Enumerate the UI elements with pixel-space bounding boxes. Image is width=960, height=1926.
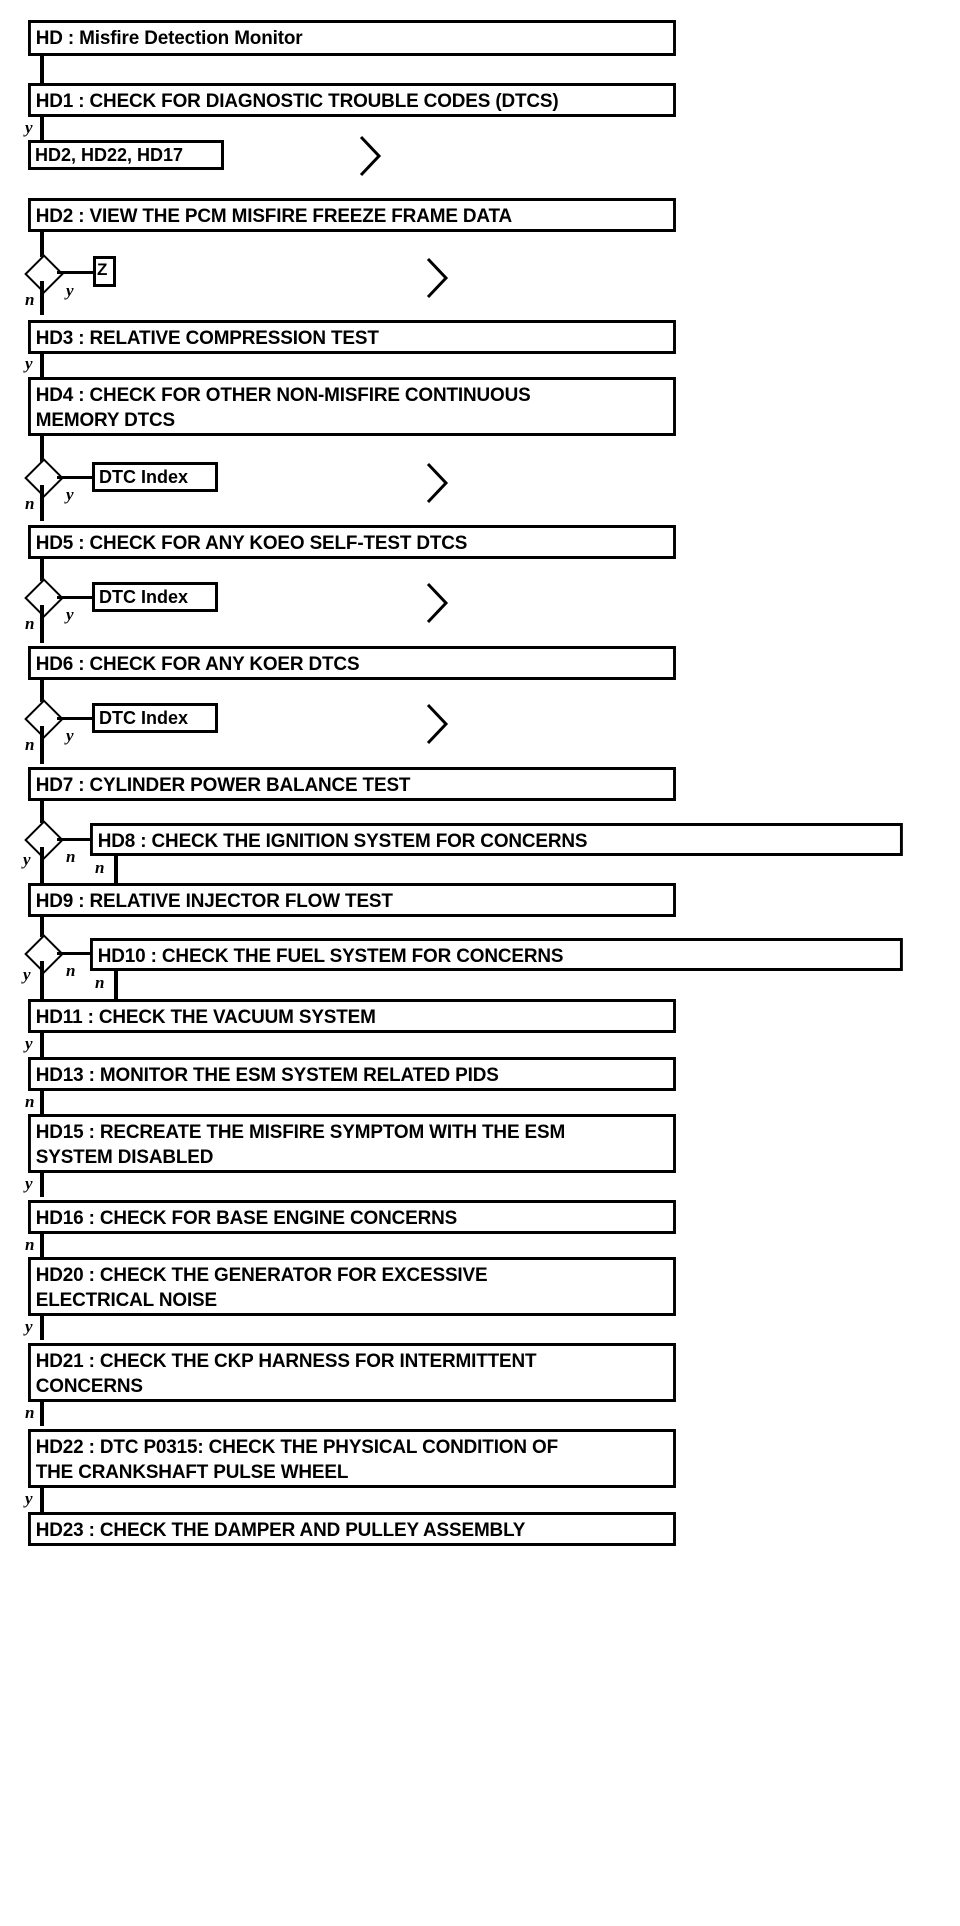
connector-hd10-n-down — [114, 971, 118, 1001]
chevron-icon-hd4 — [424, 460, 450, 506]
branch-label-hd10-n: n — [95, 973, 105, 992]
chevron-icon-hd2 — [424, 255, 450, 301]
branch-label-hd6-n: n — [25, 735, 35, 754]
branch-label-hd8-n: n — [95, 858, 105, 877]
branch-label-hd1-y: y — [25, 118, 33, 137]
branch-label-hd16-n: n — [25, 1235, 35, 1254]
refbox-hd1-targets[interactable]: HD2, HD22, HD17 — [28, 140, 224, 170]
branch-label-hd4-n: n — [25, 494, 35, 513]
connector-hd6-n-down — [40, 726, 44, 764]
node-HD2[interactable]: HD2 : VIEW THE PCM MISFIRE FREEZE FRAME … — [28, 198, 676, 232]
connector-HD4-to-decision — [40, 436, 44, 462]
refbox-hd2-z[interactable]: Z — [93, 256, 116, 287]
connector-hd9-y-down — [40, 961, 44, 1001]
connector-hd7-y-down — [40, 847, 44, 886]
connector-hd2-n-down — [40, 281, 44, 315]
branch-label-hd11-y: y — [25, 1034, 33, 1053]
chevron-icon-hd5 — [424, 580, 450, 626]
refbox-hd6-dtc-index[interactable]: DTC Index — [92, 703, 218, 733]
branch-label-hd13-n: n — [25, 1092, 35, 1111]
chevron-icon-hd1 — [357, 133, 383, 179]
connector-hd4-n-down — [40, 485, 44, 521]
node-HD9[interactable]: HD9 : RELATIVE INJECTOR FLOW TEST — [28, 883, 676, 917]
node-HD11[interactable]: HD11 : CHECK THE VACUUM SYSTEM — [28, 999, 676, 1033]
branch-label-hd7-y: y — [23, 850, 31, 869]
connector-HD20-down — [40, 1316, 44, 1340]
node-HD[interactable]: HD : Misfire Detection Monitor — [28, 20, 676, 56]
node-HD7[interactable]: HD7 : CYLINDER POWER BALANCE TEST — [28, 767, 676, 801]
node-HD6[interactable]: HD6 : CHECK FOR ANY KOER DTCS — [28, 646, 676, 680]
branch-label-hd5-n: n — [25, 614, 35, 633]
node-HD23[interactable]: HD23 : CHECK THE DAMPER AND PULLEY ASSEM… — [28, 1512, 676, 1546]
node-HD8[interactable]: HD8 : CHECK THE IGNITION SYSTEM FOR CONC… — [90, 823, 903, 856]
connector-HD21-down — [40, 1402, 44, 1426]
connector-HD1-down — [40, 117, 44, 143]
node-HD15[interactable]: HD15 : RECREATE THE MISFIRE SYMPTOM WITH… — [28, 1114, 676, 1173]
connector-HD3-down — [40, 354, 44, 378]
connector-HD15-down — [40, 1173, 44, 1197]
connector-hd7-n-branch — [57, 838, 93, 841]
chevron-icon-hd6 — [424, 701, 450, 747]
node-HD1[interactable]: HD1 : CHECK FOR DIAGNOSTIC TROUBLE CODES… — [28, 83, 676, 117]
connector-hd8-n-down — [114, 856, 118, 886]
connector-HD5-to-decision — [40, 559, 44, 581]
node-HD5[interactable]: HD5 : CHECK FOR ANY KOEO SELF-TEST DTCS — [28, 525, 676, 559]
branch-label-hd4-y: y — [66, 485, 74, 504]
connector-hd2-y-branch — [57, 271, 95, 274]
connector-HD11-down — [40, 1033, 44, 1057]
branch-label-hd22-y: y — [25, 1489, 33, 1508]
node-HD3[interactable]: HD3 : RELATIVE COMPRESSION TEST — [28, 320, 676, 354]
branch-label-hd5-y: y — [66, 605, 74, 624]
node-HD16[interactable]: HD16 : CHECK FOR BASE ENGINE CONCERNS — [28, 1200, 676, 1234]
node-HD4[interactable]: HD4 : CHECK FOR OTHER NON-MISFIRE CONTIN… — [28, 377, 676, 436]
node-HD13[interactable]: HD13 : MONITOR THE ESM SYSTEM RELATED PI… — [28, 1057, 676, 1091]
node-HD20[interactable]: HD20 : CHECK THE GENERATOR FOR EXCESSIVE… — [28, 1257, 676, 1316]
branch-label-hd9-n: n — [66, 961, 76, 980]
connector-HD13-down — [40, 1091, 44, 1115]
node-HD22[interactable]: HD22 : DTC P0315: CHECK THE PHYSICAL CON… — [28, 1429, 676, 1488]
connector-HD6-to-decision — [40, 680, 44, 702]
connector-HD9-to-decision — [40, 917, 44, 937]
branch-label-hd2-n: n — [25, 290, 35, 309]
connector-hd4-y-branch — [57, 476, 94, 479]
branch-label-hd7-n: n — [66, 847, 76, 866]
connector-hd9-n-branch — [57, 952, 93, 955]
branch-label-hd21-n: n — [25, 1403, 35, 1422]
node-HD10[interactable]: HD10 : CHECK THE FUEL SYSTEM FOR CONCERN… — [90, 938, 903, 971]
connector-hd6-y-branch — [57, 717, 94, 720]
branch-label-hd6-y: y — [66, 726, 74, 745]
branch-label-hd3-y: y — [25, 354, 33, 373]
connector-HD16-down — [40, 1234, 44, 1258]
branch-label-hd15-y: y — [25, 1174, 33, 1193]
connector-HD-to-HD1 — [40, 56, 44, 84]
connector-hd5-n-down — [40, 605, 44, 643]
connector-HD22-down — [40, 1488, 44, 1512]
connector-HD7-to-decision — [40, 801, 44, 823]
connector-HD2-to-decision — [40, 232, 44, 257]
refbox-hd5-dtc-index[interactable]: DTC Index — [92, 582, 218, 612]
branch-label-hd9-y: y — [23, 965, 31, 984]
branch-label-hd2-y: y — [66, 281, 74, 300]
node-HD21[interactable]: HD21 : CHECK THE CKP HARNESS FOR INTERMI… — [28, 1343, 676, 1402]
branch-label-hd20-y: y — [25, 1317, 33, 1336]
connector-hd5-y-branch — [57, 596, 94, 599]
refbox-hd4-dtc-index[interactable]: DTC Index — [92, 462, 218, 492]
